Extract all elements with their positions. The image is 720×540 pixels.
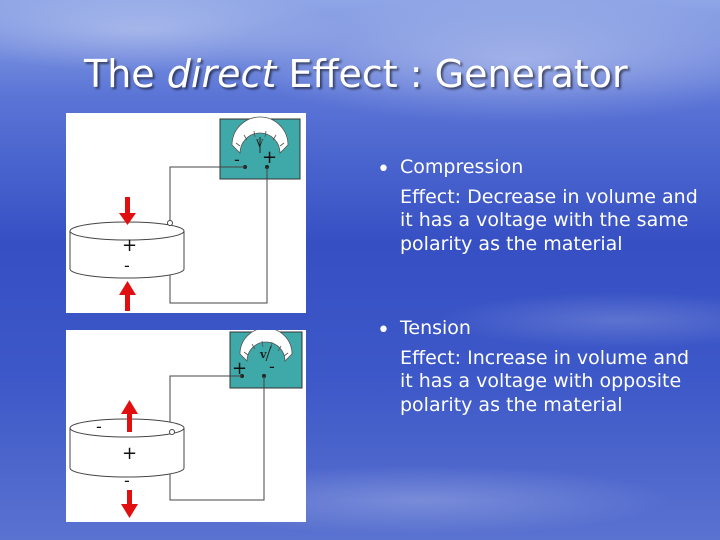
tension-arrow-up-icon xyxy=(121,400,138,432)
below-sign: - xyxy=(124,471,130,490)
voltmeter-icon xyxy=(219,116,301,180)
bullet-list: • Compression Effect: Decrease in volume… xyxy=(376,156,706,417)
meter-terminal-left: - xyxy=(234,150,240,169)
bullet-tension: • Tension Effect: Increase in volume and… xyxy=(376,317,706,417)
tension-arrow-down-icon xyxy=(121,490,138,518)
meter-terminal-right: + xyxy=(262,147,277,168)
bullet-dot-icon: • xyxy=(377,318,390,343)
bullet-heading: Tension xyxy=(400,317,471,339)
bullet-compression: • Compression Effect: Decrease in volume… xyxy=(376,156,706,256)
meter-terminal-left: + xyxy=(232,358,247,379)
voltmeter-icon xyxy=(229,330,303,389)
bullet-heading: Compression xyxy=(400,156,524,178)
compression-arrow-up-icon xyxy=(119,281,136,311)
block-sign-top: - xyxy=(96,417,102,436)
block-sign-top: + xyxy=(122,235,137,256)
block-sign-bottom: + xyxy=(122,443,137,464)
meter-label: V xyxy=(255,139,264,150)
bullet-text: Effect: Increase in volume and it has a … xyxy=(400,346,690,416)
block-sign-bottom: - xyxy=(124,256,130,275)
compression-arrow-down-icon xyxy=(119,197,136,225)
piezo-material xyxy=(69,418,185,478)
bullet-dot-icon: • xyxy=(377,157,390,182)
bullet-text: Effect: Decrease in volume and it has a … xyxy=(400,185,698,255)
compression-diagram: V - + + - xyxy=(66,113,306,313)
meter-label: v xyxy=(259,348,267,361)
slide-title: The direct Effect : Generator xyxy=(84,52,628,96)
meter-terminal-right: - xyxy=(269,357,275,376)
tension-diagram: v + - - + - xyxy=(66,330,306,522)
piezo-material xyxy=(69,221,185,279)
